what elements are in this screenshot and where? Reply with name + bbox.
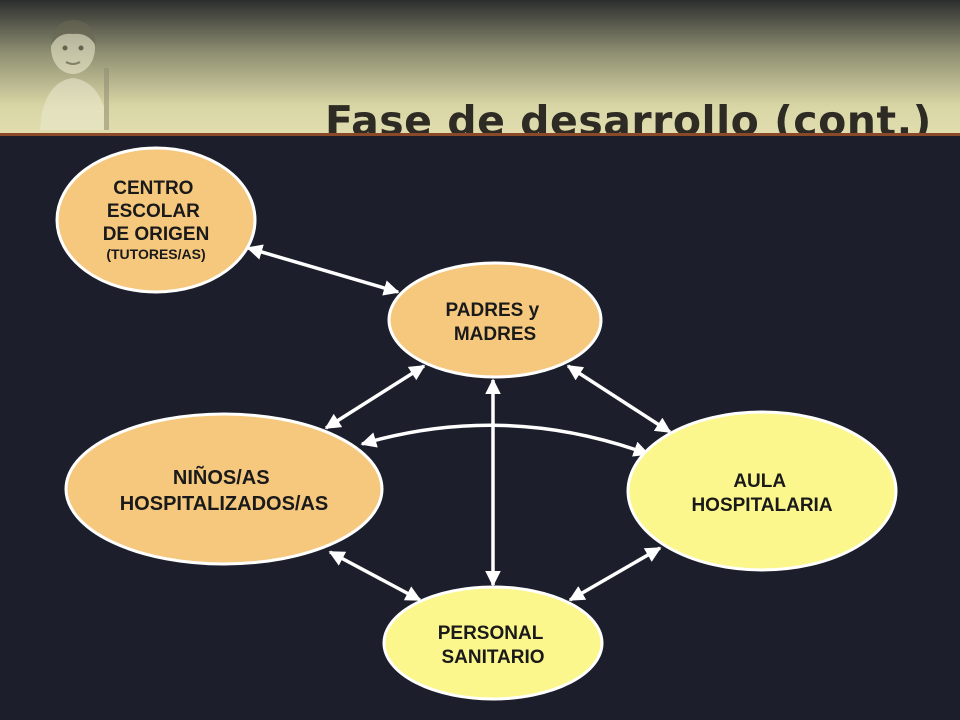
node-ninos-line-1: NIÑOS/AS (173, 466, 270, 489)
header-band: Fase de desarrollo (cont.) (0, 0, 960, 133)
arrow-padres-aula (566, 364, 672, 434)
arrow-centro-padres (246, 244, 400, 296)
node-aula-hospitalaria: AULA HOSPITALARIA (626, 410, 898, 572)
svg-text:PERSONAL SANITARIO: PERSONAL SANITARIO (438, 623, 549, 668)
node-ninos-line-2: HOSPITALIZADOS/AS (120, 493, 329, 515)
svg-text:PADRES y MADRES: PADRES y MADRES (446, 300, 545, 345)
svg-text:(TUTORES/AS): (TUTORES/AS) (106, 246, 205, 262)
node-centro-line-3: DE ORIGEN (103, 224, 210, 245)
svg-text:NIÑOS/AS HOSPITALIZADO: NIÑOS/AS HOSPITALIZADOS/AS (120, 466, 329, 515)
node-personal-line-2: SANITARIO (441, 647, 544, 668)
node-padres-line-2: MADRES (454, 324, 536, 345)
node-centro-line-2: ESCOLAR (107, 201, 200, 222)
node-centro-sub: (TUTORES/AS) (106, 246, 205, 262)
slide-title: Fase de desarrollo (cont.) (325, 97, 932, 133)
node-aula-line-1: AULA (733, 471, 786, 492)
node-aula-line-2: HOSPITALARIA (691, 495, 832, 516)
node-centro-line-1: CENTRO (113, 178, 193, 199)
node-centro-escolar: CENTRO ESCOLAR DE ORIGEN (TUTORES/AS) (55, 146, 257, 294)
node-padres-madres: PADRES y MADRES (387, 261, 603, 379)
node-personal-sanitario: PERSONAL SANITARIO (382, 585, 604, 701)
arrow-padres-ninos (324, 364, 426, 430)
node-ninos-hospitalizados: NIÑOS/AS HOSPITALIZADOS/AS (64, 412, 384, 566)
svg-text:CENTRO ESCOLAR: CENTRO ESCOLAR DE ORIGEN (103, 178, 210, 245)
arrow-aula-personal (568, 546, 662, 602)
svg-text:AULA HOSPITALARIA: AULA HOSPITALARIA (691, 471, 832, 516)
node-padres-line-1: PADRES y (446, 300, 540, 321)
child-photo-icon (40, 20, 109, 130)
arrow-ninos-aula (360, 423, 650, 457)
arrow-ninos-personal (328, 550, 422, 602)
header-divider (0, 133, 960, 136)
node-personal-line-1: PERSONAL (438, 623, 544, 644)
